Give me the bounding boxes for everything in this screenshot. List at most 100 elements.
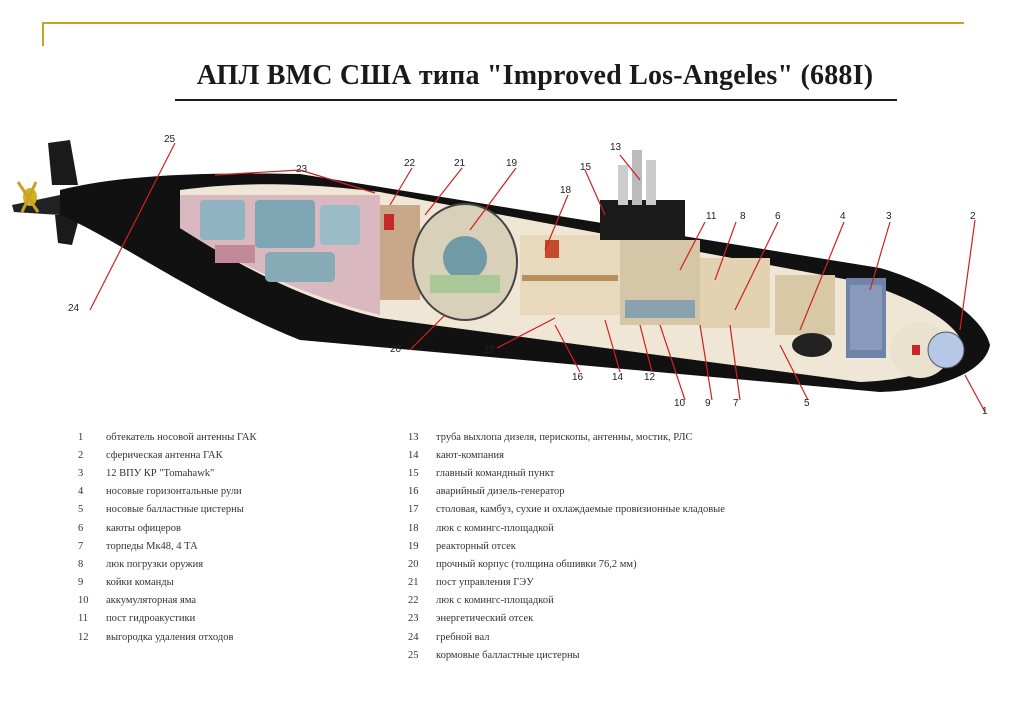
legend-row: 2 сферическая антенна ГАК [78,446,256,464]
callout-12: 12 [644,372,656,383]
slide-title: АПЛ ВМС США типа "Improved Los-Angeles" … [196,60,874,91]
callout-5: 5 [804,398,810,409]
callout-25: 25 [164,134,176,145]
legend-number: 21 [408,577,419,589]
legend-row: 14 кают-компания [408,446,725,464]
bow-section [775,275,965,378]
engine-compartment [180,195,380,315]
callout-14: 14 [612,372,624,383]
callout-numbers: 1 2 3 4 5 6 7 8 9 10 11 12 13 14 15 16 1… [68,134,988,417]
legend-number: 3 [78,467,84,479]
legend-number: 2 [78,449,84,461]
callout-3: 3 [886,211,892,222]
spherical-sonar-array [927,331,965,369]
legend-description: выгородка удаления отходов [106,631,234,643]
legend-description: люк с комингс-площадкой [436,595,554,607]
reactor-compartment [380,203,518,321]
callout-20: 20 [390,344,402,355]
legend-number: 10 [78,595,89,607]
accent-bar-top [42,22,964,24]
legend-number: 1 [78,431,84,443]
legend-description: обтекатель носовой антенны ГАК [106,431,257,443]
legend-row: 3 12 ВПУ КР "Tomahawk" [78,464,256,482]
legend-description: кормовые балластные цистерны [436,649,580,661]
legend-number: 7 [78,540,84,552]
legend-description: торпеды Мк48, 4 ТА [106,540,198,552]
legend-description: реакторный отсек [436,540,516,552]
legend-row: 19 реакторный отсек [408,537,725,555]
callout-24: 24 [68,303,80,314]
legend-number: 20 [408,558,419,570]
callout-7: 7 [733,398,739,409]
legend-description: труба выхлопа дизеля, перископы, антенны… [436,431,693,443]
legend-number: 12 [78,631,89,643]
legend-description: носовые балластные цистерны [106,504,244,516]
engine-section-bracket [214,169,376,194]
legend-description: кают-компания [436,449,505,461]
legend-description: прочный корпус (толщина обшивки 76,2 мм) [436,558,637,570]
legend-row: 7 торпеды Мк48, 4 ТА [78,537,256,555]
legend-row: 12 выгородка удаления отходов [78,628,256,646]
callout-17: 17 [484,345,496,356]
callout-10: 10 [674,398,686,409]
legend-description: энергетический отсек [436,613,534,625]
legend-description: 12 ВПУ КР "Tomahawk" [106,467,215,479]
legend-row: 20 прочный корпус (толщина обшивки 76,2 м… [408,555,725,573]
stern-propeller [12,140,80,245]
legend-description: сферическая антенна ГАК [106,449,223,461]
callout-15: 15 [580,162,592,173]
callout-19: 19 [506,158,518,169]
legend-row: 1 обтекатель носовой антенны ГАК [78,428,256,446]
callout-8: 8 [740,211,746,222]
legend-number: 17 [408,504,419,516]
callout-6: 6 [775,211,781,222]
legend-row: 8 люк погрузки оружия [78,555,256,573]
legend-number: 25 [408,649,419,661]
legend-number: 22 [408,595,419,607]
legend-number: 15 [408,467,419,479]
legend-description: люк погрузки оружия [106,558,204,570]
legend-number: 9 [78,577,84,589]
callout-2: 2 [970,211,976,222]
legend-row: 21 пост управления ГЭУ [408,574,725,592]
title-underline [175,99,897,101]
legend-row: 15 главный командный пункт [408,464,725,482]
accent-bar-side [42,22,44,46]
legend-left-column: 1 обтекатель носовой антенны ГАК 2 сферичес… [78,428,256,646]
callout-9: 9 [705,398,711,409]
legend-description: носовые горизонтальные рули [106,486,242,498]
callout-16: 16 [572,372,584,383]
legend-number: 4 [78,486,84,498]
callout-11: 11 [706,211,717,222]
legend-row: 5 носовые балластные цистерны [78,501,256,519]
callout-21: 21 [454,158,466,169]
callout-1: 1 [982,406,988,417]
legend-number: 5 [78,504,84,516]
legend-number: 19 [408,540,419,552]
legend-number: 8 [78,558,84,570]
legend-number: 16 [408,486,419,498]
legend-number: 23 [408,613,419,625]
callout-lines [89,142,986,413]
callout-13: 13 [610,142,622,153]
legend-description: пост гидроакустики [106,613,196,625]
callout-22: 22 [404,158,416,169]
legend-description: аккумуляторная яма [106,595,197,607]
legend-description: главный командный пункт [436,467,555,479]
legend-row: 10 аккумуляторная яма [78,592,256,610]
legend-number: 24 [408,631,419,643]
legend-description: пост управления ГЭУ [436,577,534,589]
legend-row: 23 энергетический отсек [408,610,725,628]
legend-number: 14 [408,449,419,461]
submarine-cutaway-diagram: 1 2 3 4 5 6 7 8 9 10 11 12 13 14 15 16 1… [12,134,990,417]
legend-number: 6 [78,522,84,534]
